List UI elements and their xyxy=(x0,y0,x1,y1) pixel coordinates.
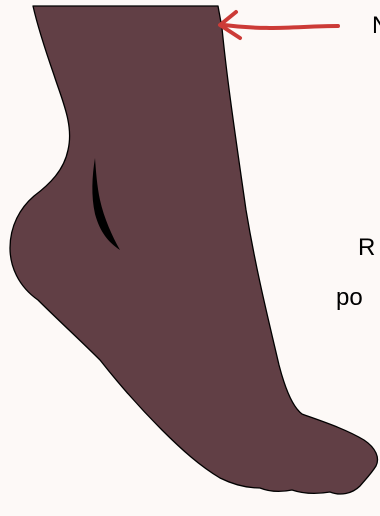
middle-label-line-1: R xyxy=(358,233,375,263)
pointer-arrow-icon xyxy=(220,12,338,38)
middle-label-line-2: po xyxy=(336,283,363,313)
top-label: N xyxy=(372,11,380,41)
arrow-shaft xyxy=(224,25,338,28)
foot-illustration xyxy=(10,6,378,494)
